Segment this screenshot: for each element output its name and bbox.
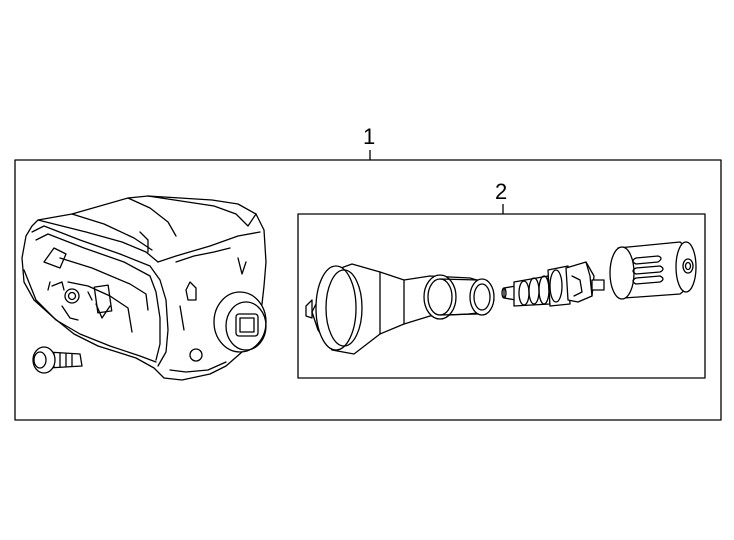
- valve-core: [501, 261, 605, 307]
- callout-1-label: 1: [363, 124, 376, 149]
- valve-kit-frame: [297, 213, 706, 379]
- valve-cap: [609, 241, 697, 300]
- mounting-screw: [32, 346, 83, 374]
- valve-stem: [305, 263, 495, 355]
- sensor-housing: [21, 195, 267, 381]
- callout-2-label: 2: [495, 179, 508, 204]
- assembly-frame: [14, 159, 722, 421]
